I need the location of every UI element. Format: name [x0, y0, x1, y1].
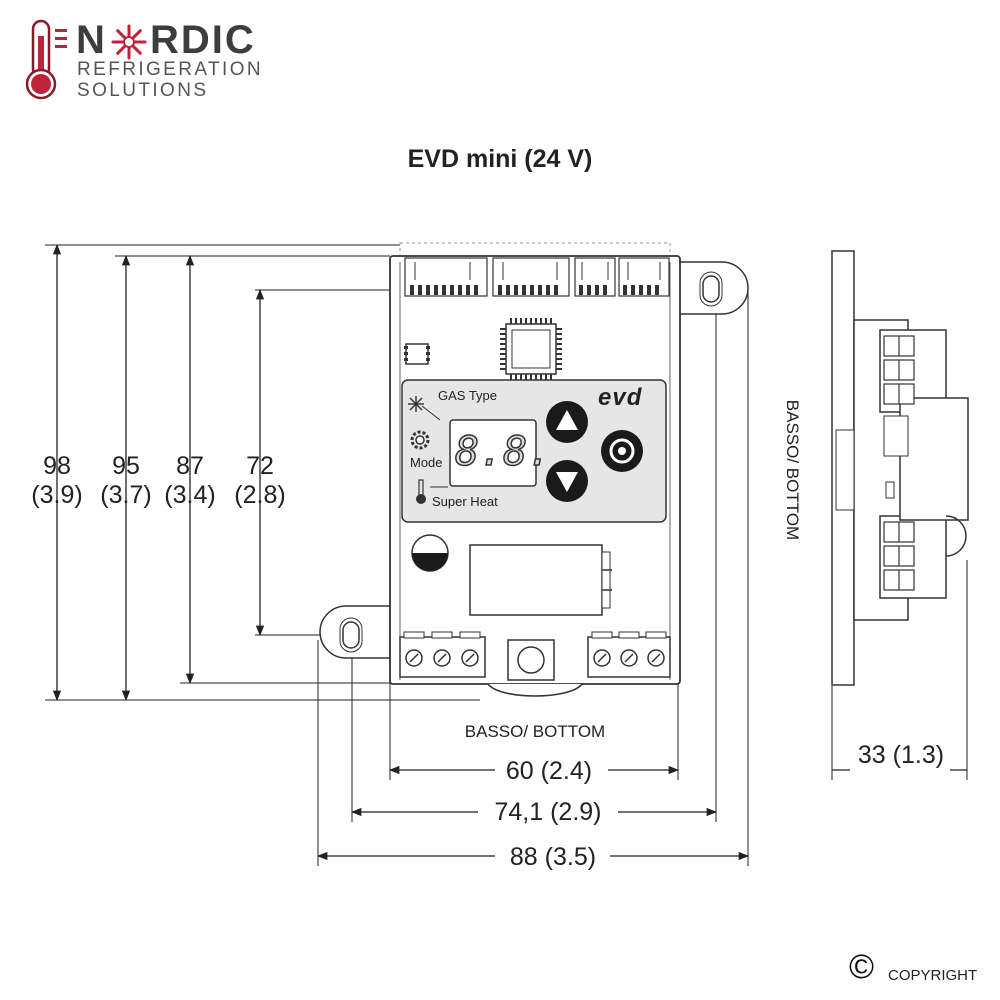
snowflake-small-icon	[408, 396, 424, 412]
mounting-tab-bottom	[319, 605, 391, 659]
gas-type-label: GAS Type	[438, 388, 498, 403]
control-panel	[401, 379, 667, 523]
logo-word-rdic: RDIC	[150, 18, 256, 62]
connector-latches	[414, 262, 661, 280]
logo-line-solutions: SOLUTIONS	[77, 80, 209, 101]
thermometer-icon	[25, 19, 57, 100]
enter-button[interactable]	[601, 430, 643, 472]
copyright-icon: ©	[849, 948, 875, 986]
super-heat-label: Super Heat	[432, 494, 498, 509]
mounting-tab-top	[677, 261, 749, 315]
dim-72-mm: 72	[246, 452, 274, 480]
horizontal-dimensions	[316, 765, 967, 861]
brand-mark: evd	[598, 384, 643, 411]
seven-segment-display: 8.8.	[454, 428, 552, 476]
gear-icon	[410, 430, 430, 450]
dim-95-in: (3.7)	[100, 481, 152, 509]
vertical-dimensions	[52, 243, 265, 702]
copyright-text: COPYRIGHT	[888, 967, 978, 984]
microcontroller-chip	[505, 323, 557, 375]
dim-72-in: (2.8)	[234, 481, 286, 509]
diagram-title: EVD mini (24 V)	[407, 145, 593, 173]
relay-box	[469, 544, 612, 616]
thermometer-small-icon	[416, 479, 426, 504]
side-view	[831, 250, 969, 686]
side-bottom-label: BASSO/ BOTTOM	[783, 399, 802, 541]
dim-33: 33 (1.3)	[857, 741, 945, 769]
connector-pins	[410, 285, 659, 295]
logo-word-n: N	[76, 18, 107, 62]
mode-label: Mode	[410, 455, 443, 470]
bottom-terminal-right	[587, 631, 671, 678]
dim-87-mm: 87	[176, 452, 204, 480]
bottom-port	[507, 639, 555, 681]
thermometer-ticks	[55, 29, 67, 48]
side-terminals	[883, 335, 915, 591]
dim-88: 88 (3.5)	[509, 843, 597, 871]
bottom-terminal-left	[399, 631, 486, 678]
down-button[interactable]	[546, 460, 588, 502]
battery-circle	[411, 534, 449, 572]
chip-pins	[500, 318, 562, 380]
snowflake-icon	[111, 24, 147, 60]
dim-98-mm: 98	[43, 452, 71, 480]
dim-95-mm: 95	[112, 452, 140, 480]
small-chip	[404, 343, 430, 365]
dim-74: 74,1 (2.9)	[494, 798, 602, 826]
dim-60: 60 (2.4)	[505, 757, 593, 785]
horizontal-extension-lines	[317, 286, 968, 866]
logo-line-refrigeration: REFRIGERATION	[77, 59, 264, 80]
bottom-label: BASSO/ BOTTOM	[464, 722, 606, 741]
dim-87-in: (3.4)	[164, 481, 216, 509]
dim-98-in: (3.9)	[31, 481, 83, 509]
up-button[interactable]	[546, 401, 588, 443]
